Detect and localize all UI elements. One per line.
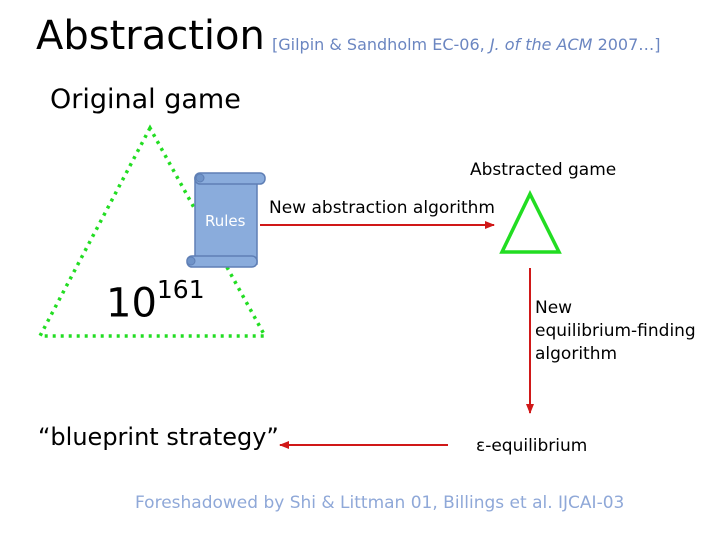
- abstracted-game-triangle: [499, 190, 562, 254]
- game-size-exponent: 161: [156, 275, 205, 304]
- citation: [Gilpin & Sandholm EC-06, J. of the ACM …: [272, 35, 661, 54]
- abstraction-algorithm-label: New abstraction algorithm: [269, 198, 495, 218]
- rules-scroll-icon: [186, 172, 266, 268]
- citation-journal: J. of the ACM: [489, 35, 593, 54]
- slide-title: Abstraction: [36, 13, 265, 59]
- equilibrium-finding-line-3: algorithm: [535, 344, 618, 364]
- game-size-base: 10: [106, 280, 157, 327]
- original-game-label: Original game: [50, 84, 241, 115]
- equilibrium-finding-line-1: New: [535, 298, 573, 318]
- abstracted-game-label: Abstracted game: [470, 160, 617, 180]
- blueprint-strategy-label: “blueprint strategy”: [38, 423, 279, 451]
- equilibrium-finding-label: New equilibrium-finding algorithm: [535, 297, 715, 366]
- citation-open: [Gilpin & Sandholm EC-06,: [272, 35, 490, 54]
- citation-close: 2007…]: [592, 35, 661, 54]
- game-size: 10161: [106, 275, 205, 327]
- rules-label: Rules: [205, 212, 246, 230]
- epsilon-equilibrium-label: ε-equilibrium: [476, 436, 588, 456]
- footer-note: Foreshadowed by Shi & Littman 01, Billin…: [135, 493, 625, 513]
- equilibrium-finding-line-2: equilibrium-finding: [535, 321, 696, 341]
